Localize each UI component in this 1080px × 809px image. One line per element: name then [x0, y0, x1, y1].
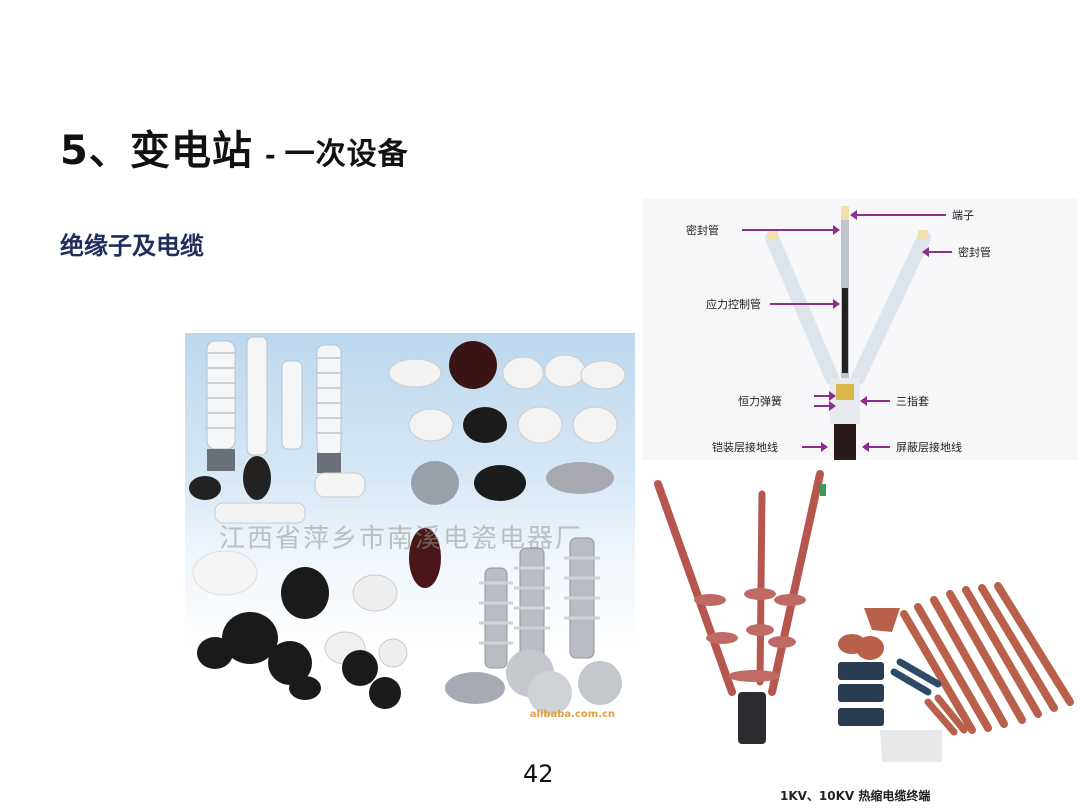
slide-title: 5、变电站 - 一次设备 [60, 118, 409, 176]
arrow-icon [850, 210, 946, 220]
heatshrink-termination-photo [642, 462, 1078, 807]
label-shield-ground-wire: 屏蔽层接地线 [896, 441, 962, 454]
label-terminal: 端子 [952, 209, 974, 222]
arrow-icon [814, 391, 836, 401]
cable-termination-diagram: 密封管 端子 密封管 应力控制管 恒力弹簧 三指套 铠装层接地线 屏蔽层接地线 [642, 198, 1078, 460]
arrow-icon [860, 396, 890, 406]
photo-credit: alibaba.com.cn [529, 709, 615, 720]
title-sub: 一次设备 [284, 137, 409, 172]
label-seal-tube-right: 密封管 [958, 246, 991, 259]
arrow-icon [742, 225, 840, 235]
insulator-illustration [189, 336, 626, 715]
heatshrink-illustration [654, 470, 1074, 762]
arrow-icon [802, 442, 828, 452]
heatshrink-caption: 1KV、10KV 热缩电缆终端 [780, 789, 931, 803]
label-constant-force-spring: 恒力弹簧 [738, 395, 782, 408]
photo-watermark: 江西省萍乡市南溪电瓷电器厂 [219, 524, 584, 554]
title-separator: - [264, 141, 277, 171]
section-subtitle: 绝缘子及电缆 [60, 232, 204, 260]
arrow-icon [814, 401, 836, 411]
arrow-icon [770, 299, 840, 309]
arrow-icon [862, 442, 890, 452]
label-armor-ground-wire: 铠装层接地线 [712, 441, 778, 454]
arrow-icon [922, 247, 952, 257]
label-seal-tube-left: 密封管 [686, 224, 719, 237]
title-main: 5、变电站 [60, 128, 253, 174]
label-stress-control-tube: 应力控制管 [706, 298, 761, 311]
page-number: 42 [523, 760, 554, 788]
label-three-finger-sleeve: 三指套 [896, 395, 929, 408]
insulator-photo: 江西省萍乡市南溪电瓷电器厂 alibaba.com.cn [185, 333, 635, 728]
